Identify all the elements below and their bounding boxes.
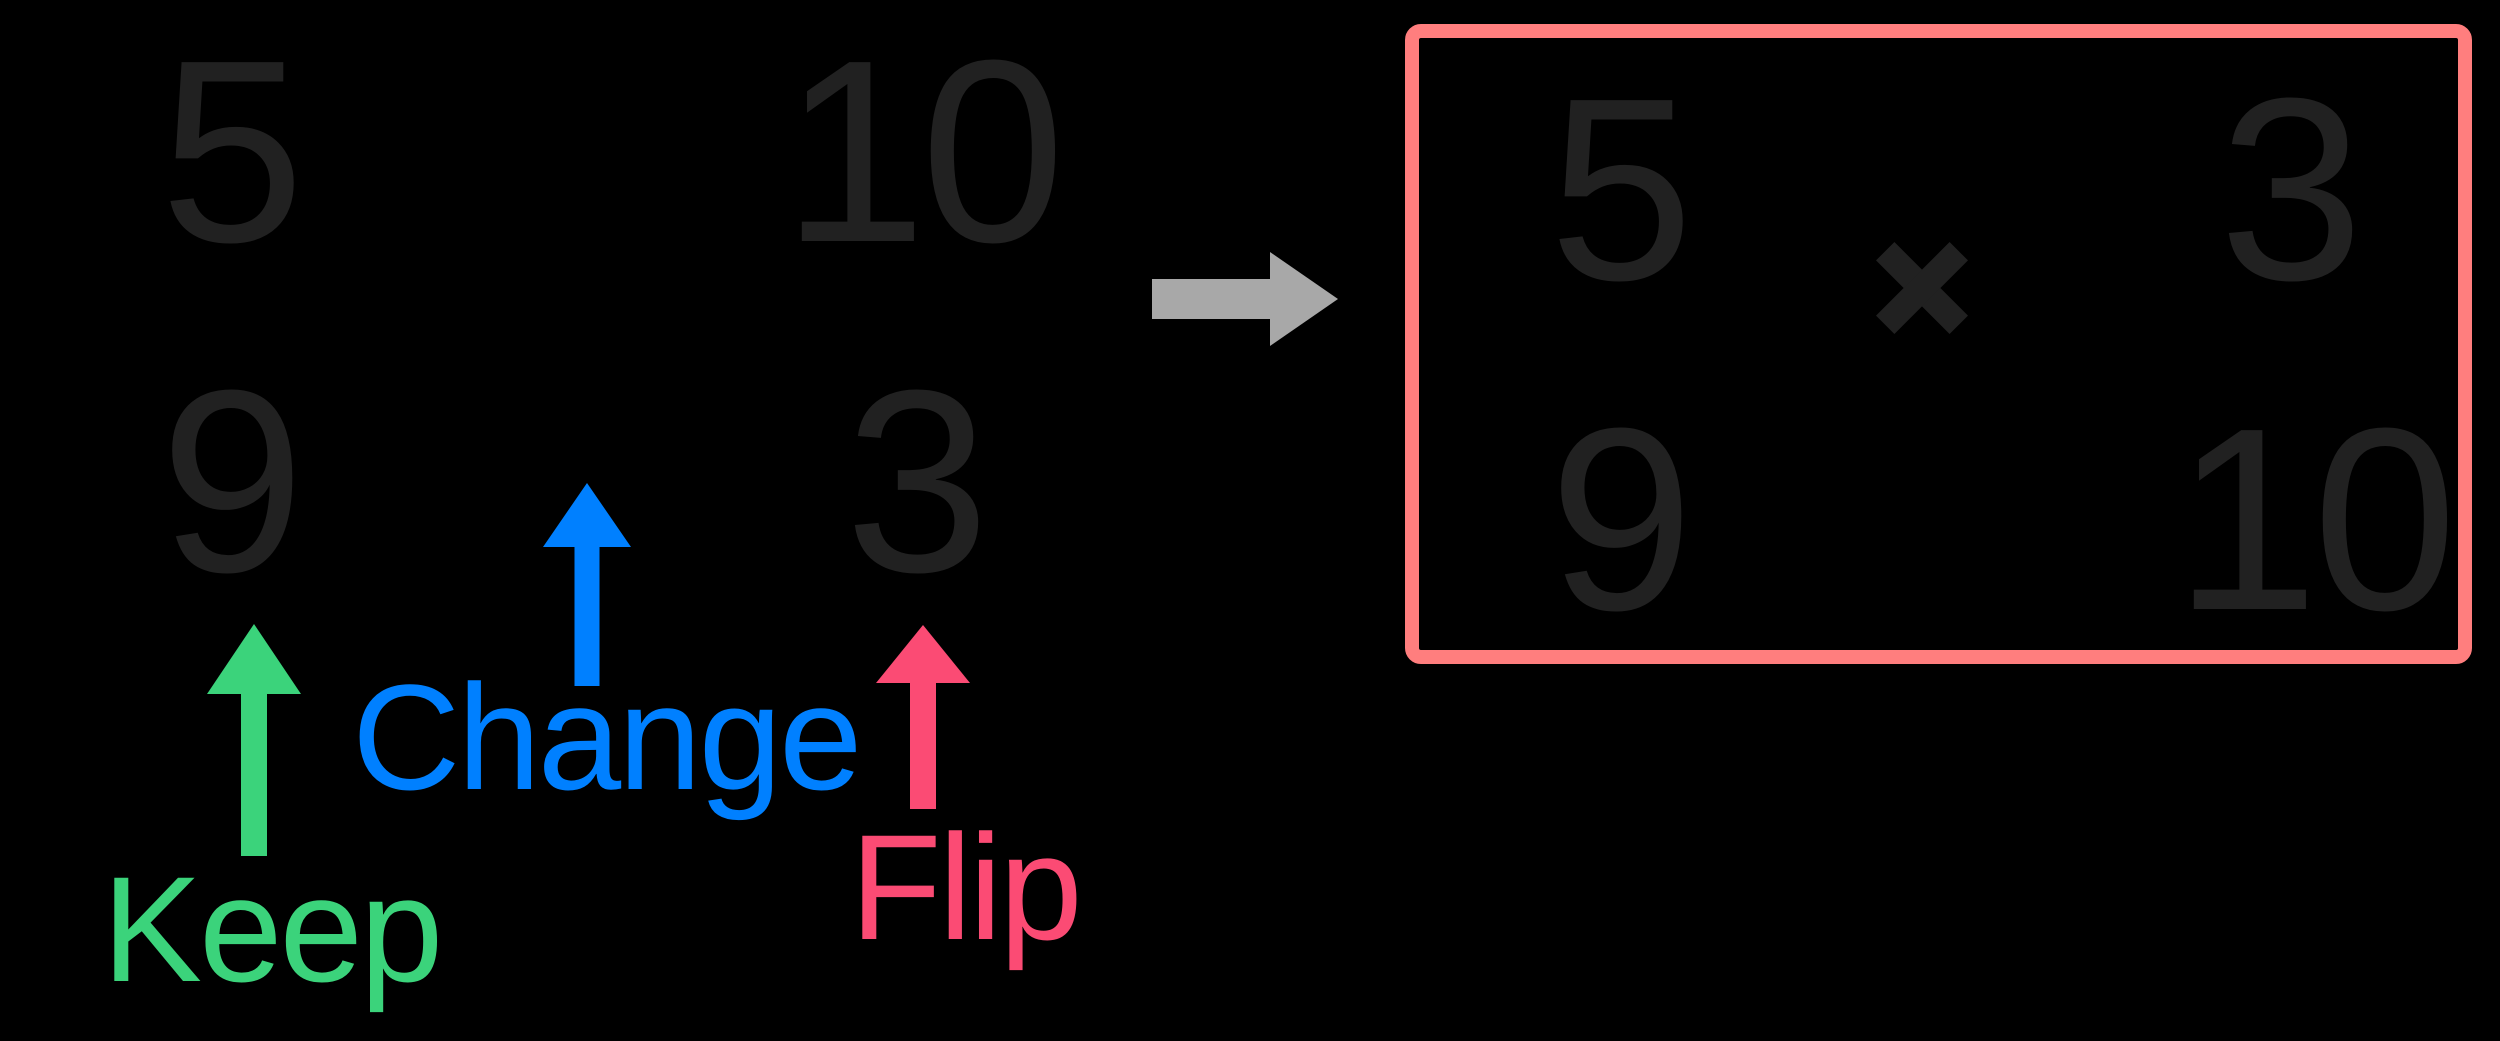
arrow-head	[207, 624, 301, 694]
input-cell-top-right: 10	[782, 7, 1065, 297]
output-cell-top-left: 5	[1549, 45, 1694, 335]
arrow-head	[876, 625, 970, 683]
cross-x-icon	[1874, 240, 1970, 336]
input-cell-bottom-right: 3	[845, 337, 990, 627]
arrow-shaft	[1152, 279, 1270, 319]
keep-label: Keep	[102, 845, 443, 1013]
change-arrow-up-icon	[543, 483, 631, 686]
arrow-head	[543, 483, 631, 547]
arrow-shaft	[574, 546, 600, 686]
arrow-shaft	[910, 682, 936, 809]
output-cell-bottom-right: 10	[2174, 375, 2457, 665]
input-cell-top-left: 5	[160, 7, 305, 297]
flip-arrow-up-icon	[876, 625, 970, 809]
output-cell-bottom-left: 9	[1549, 375, 1694, 665]
output-matrix-box: 5 3 9 10	[1405, 24, 2472, 664]
input-cell-bottom-left: 9	[160, 337, 305, 627]
flip-label: Flip	[850, 803, 1083, 971]
keep-arrow-up-icon	[207, 624, 301, 856]
transition-arrow-right-icon	[1152, 252, 1338, 346]
output-cell-top-right: 3	[2219, 45, 2364, 335]
change-label: Change	[352, 653, 862, 821]
arrow-shaft	[241, 692, 267, 856]
arrow-head	[1270, 252, 1338, 346]
